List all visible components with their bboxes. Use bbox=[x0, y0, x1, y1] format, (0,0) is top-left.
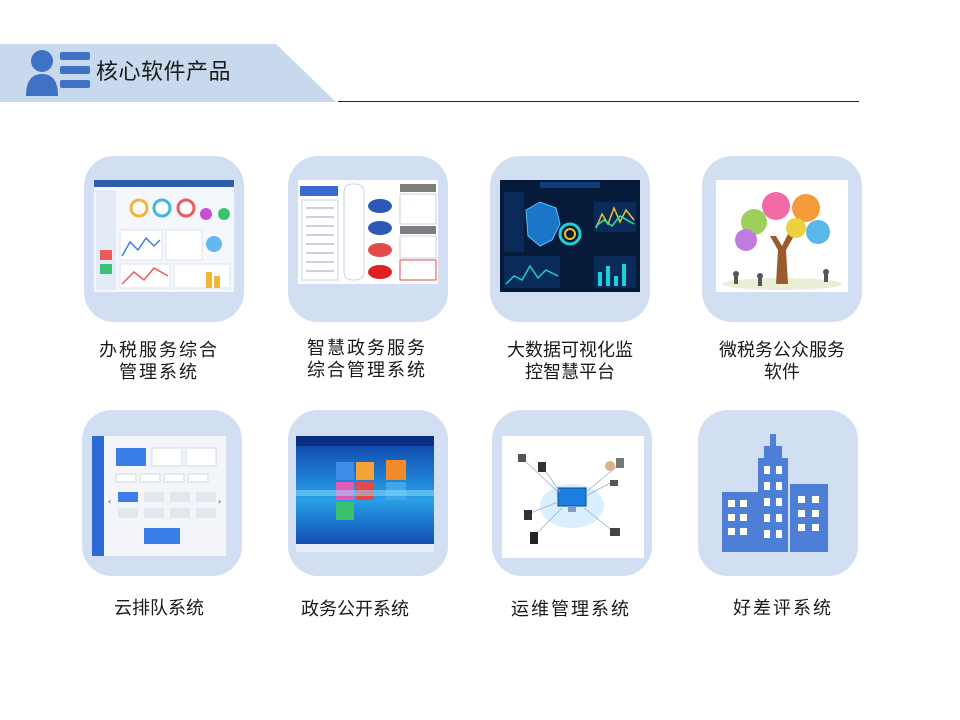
gov-portal-screenshot bbox=[296, 436, 434, 552]
queue-ui-screenshot: ‹ › bbox=[92, 436, 226, 556]
product-card-ops-management[interactable] bbox=[492, 410, 652, 576]
bigdata-screen-screenshot bbox=[500, 180, 640, 292]
product-card-service-rating[interactable] bbox=[698, 410, 858, 576]
building-icon bbox=[722, 434, 828, 552]
product-name: 智慧政务服务 综合管理系统 bbox=[307, 338, 427, 381]
product-card-tax-service[interactable] bbox=[84, 156, 244, 322]
product-name: 政务公开系统 bbox=[301, 599, 409, 620]
tree-illustration bbox=[716, 180, 848, 292]
product-name: 微税务公众服务 软件 bbox=[719, 340, 845, 383]
dashboard-screenshot bbox=[94, 180, 234, 292]
product-name: 运维管理系统 bbox=[511, 599, 631, 620]
svg-text:›: › bbox=[218, 497, 221, 506]
product-card-bigdata-monitor[interactable] bbox=[490, 156, 650, 322]
product-name: 好差评系统 bbox=[733, 598, 833, 619]
user-list-icon bbox=[26, 50, 90, 96]
flow-diagram-screenshot bbox=[298, 180, 438, 284]
product-card-cloud-queue[interactable]: ‹ › bbox=[82, 410, 242, 576]
svg-text:‹: ‹ bbox=[108, 497, 111, 506]
product-card-gov-disclosure[interactable] bbox=[288, 410, 448, 576]
page-title: 核心软件产品 bbox=[96, 60, 232, 85]
network-topology-diagram bbox=[502, 436, 644, 558]
header-divider bbox=[338, 101, 859, 102]
product-card-wechat-tax[interactable] bbox=[702, 156, 862, 322]
product-card-smart-gov-service[interactable] bbox=[288, 156, 448, 322]
product-name: 大数据可视化监 控智慧平台 bbox=[507, 340, 633, 383]
product-name: 云排队系统 bbox=[114, 598, 204, 619]
product-name: 办税服务综合 管理系统 bbox=[99, 340, 219, 383]
